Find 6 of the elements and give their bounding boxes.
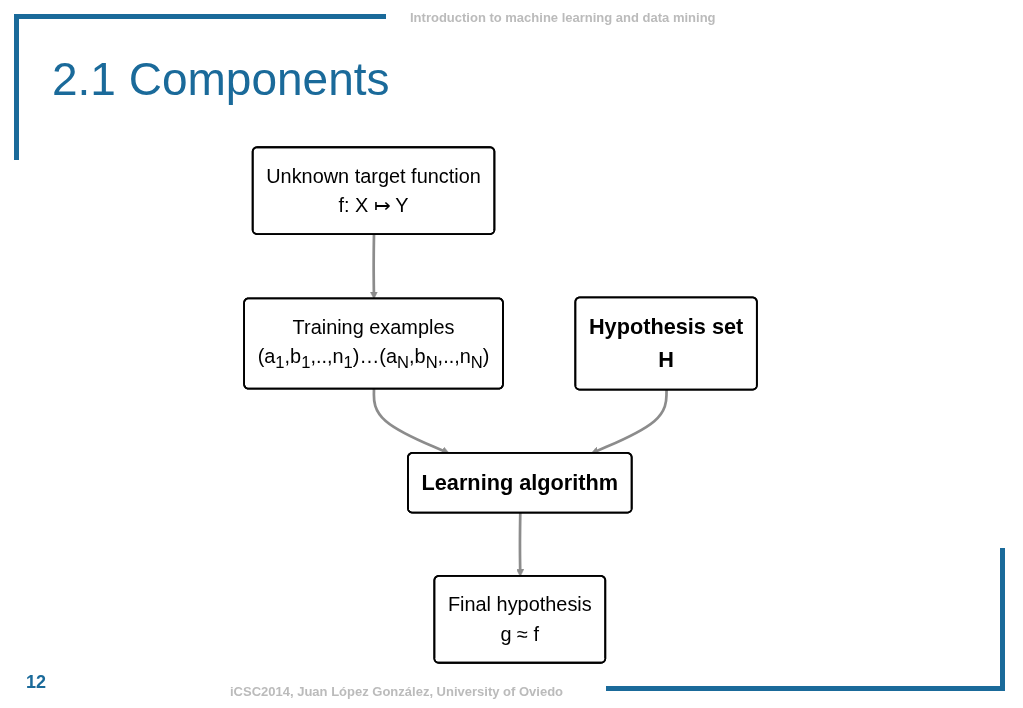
page-number: 12 <box>26 672 47 693</box>
slide-title: 2.1 Components <box>52 52 390 106</box>
header-text: Introduction to machine learning and data mining <box>410 10 716 25</box>
arrow <box>515 513 524 577</box>
footer-text: iCSC2014, Juan López González, University of Oviedo <box>230 684 564 699</box>
arrow <box>369 234 378 300</box>
